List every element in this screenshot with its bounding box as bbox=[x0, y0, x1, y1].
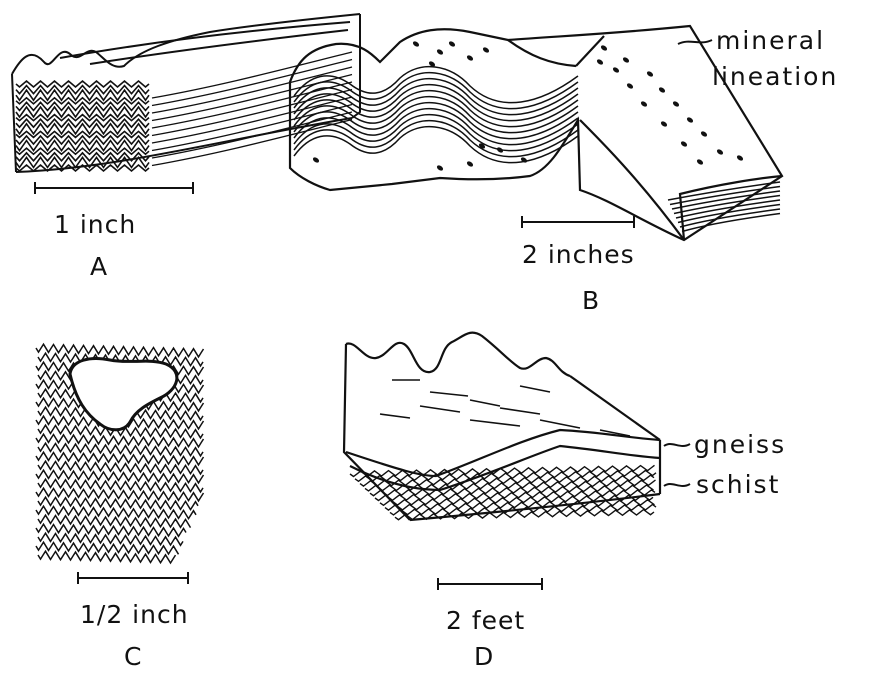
lineation-dots-stroke bbox=[658, 86, 666, 94]
block-d-top-dashes-stroke bbox=[470, 400, 500, 406]
scale-label-a: 1 inch bbox=[54, 210, 136, 239]
scale-label-d: 2 feet bbox=[446, 606, 525, 635]
block-d-top-dashes-stroke bbox=[430, 392, 468, 396]
scale-bar-b bbox=[522, 216, 634, 228]
lineation-leader bbox=[678, 40, 712, 44]
block-d-schist-layers-stroke bbox=[390, 505, 656, 515]
scale-label-c: 1/2 inch bbox=[80, 600, 189, 629]
block-d-top-dashes-stroke bbox=[380, 414, 410, 418]
block-d-top-dashes-stroke bbox=[540, 420, 580, 428]
crenulation-lines-c-stroke bbox=[36, 344, 204, 357]
lineation-dots-stroke bbox=[640, 100, 648, 108]
lineation-dots-stroke bbox=[600, 44, 608, 52]
lineation-dots-stroke bbox=[686, 116, 694, 124]
crenulation-lines-c-stroke bbox=[36, 434, 204, 447]
block-d-top-dashes bbox=[380, 380, 630, 436]
annotation-lineation: lineation bbox=[712, 62, 838, 91]
block-b-layers-stroke bbox=[294, 127, 578, 163]
scale-bar-a bbox=[35, 182, 193, 194]
panel-letter-b: B bbox=[582, 286, 600, 315]
crenulation-lines-c-stroke bbox=[36, 470, 204, 483]
annotation-schist: schist bbox=[696, 470, 780, 499]
block-d-schist-layers bbox=[350, 465, 656, 519]
crenulation-lines-c-stroke bbox=[38, 533, 183, 545]
lineation-dots-stroke bbox=[596, 58, 604, 66]
block-d-top-dashes-stroke bbox=[520, 386, 550, 392]
lineation-dots-stroke bbox=[436, 48, 444, 56]
block-b-layers-stroke bbox=[294, 121, 578, 157]
rock-leaders bbox=[664, 444, 690, 486]
block-d-top-dashes-stroke bbox=[500, 408, 540, 414]
annotation-gneiss: gneiss bbox=[694, 430, 786, 459]
lineation-dots-stroke bbox=[436, 164, 444, 172]
annotation-mineral: mineral bbox=[716, 26, 825, 55]
lineation-dots-stroke bbox=[736, 154, 744, 162]
lineation-dots-stroke bbox=[700, 130, 708, 138]
lineation-dots-stroke bbox=[612, 66, 620, 74]
lineation-dots-stroke bbox=[626, 82, 634, 90]
lineation-dots-stroke bbox=[672, 100, 680, 108]
scale-label-b: 2 inches bbox=[522, 240, 635, 269]
block-d-schist-layers-stroke bbox=[360, 475, 654, 486]
lineation-dots-stroke bbox=[646, 70, 654, 78]
lineation-dots-stroke bbox=[660, 120, 668, 128]
panel-letter-c: C bbox=[124, 642, 142, 671]
scale-bar-c bbox=[78, 572, 188, 584]
panel-letter-d: D bbox=[474, 642, 494, 671]
lineation-dots-stroke bbox=[716, 148, 724, 156]
lineation-dots-stroke bbox=[622, 56, 630, 64]
lineation-dots-stroke bbox=[482, 46, 490, 54]
block-a-side-layers bbox=[152, 52, 352, 166]
block-d-top-dashes-stroke bbox=[470, 420, 520, 426]
lineation-dots-stroke bbox=[680, 140, 688, 148]
lineation-dots-stroke bbox=[312, 156, 320, 164]
crenulation-lines-c-stroke bbox=[36, 542, 179, 554]
porphyroblast-sketch-c bbox=[36, 344, 204, 563]
crenulation-lines-c-stroke bbox=[36, 488, 204, 501]
panel-letter-a: A bbox=[90, 252, 108, 281]
crenulation-lines-c-stroke bbox=[38, 551, 176, 563]
block-d-top-dashes-stroke bbox=[420, 406, 460, 412]
block-a-side-layers-stroke bbox=[152, 120, 352, 166]
crenulation-lines-c-stroke bbox=[36, 452, 204, 465]
block-b-layers bbox=[294, 67, 780, 232]
block-a-front-layers bbox=[16, 81, 149, 171]
lineation-dots-stroke bbox=[466, 54, 474, 62]
lineation-dots-stroke bbox=[412, 40, 420, 48]
scale-bar-d bbox=[438, 578, 542, 590]
lineation-dots-stroke bbox=[696, 158, 704, 166]
lineation-dots-stroke bbox=[466, 160, 474, 168]
crenulation-lines-c-stroke bbox=[36, 524, 186, 536]
lineation-dots-stroke bbox=[448, 40, 456, 48]
